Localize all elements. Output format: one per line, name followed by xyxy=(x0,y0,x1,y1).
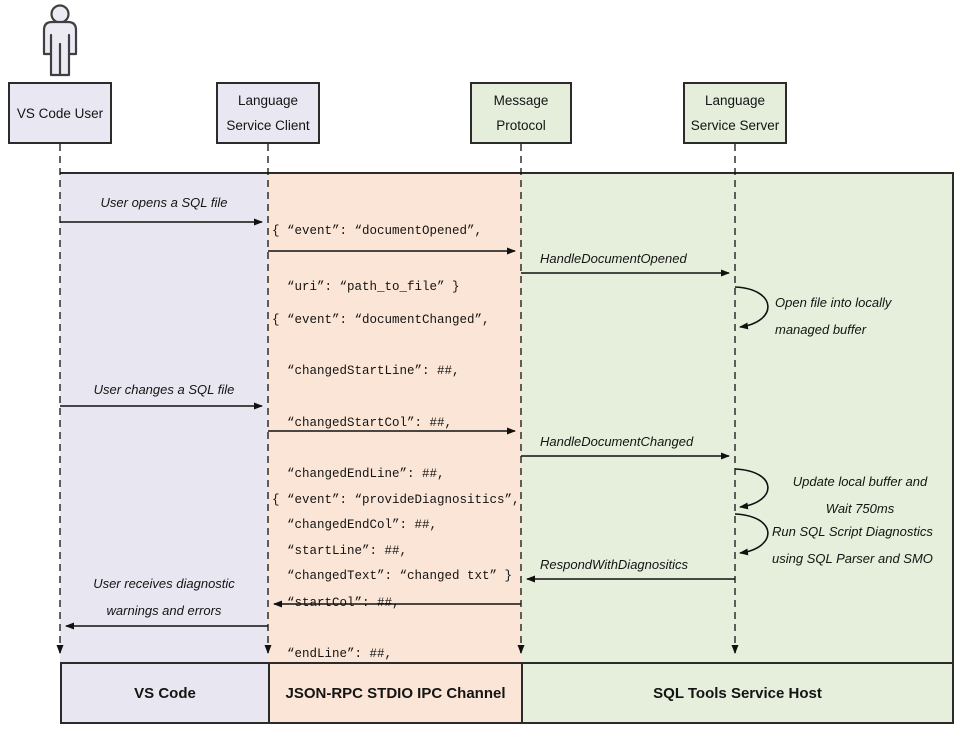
payload-line: “changedStartCol”: ##, xyxy=(272,415,453,430)
footer-box-ipc-channel: JSON-RPC STDIO IPC Channel xyxy=(270,664,523,722)
label-line: warnings and errors xyxy=(106,603,222,618)
actor-box-message-protocol: Message Protocol xyxy=(470,82,572,144)
actor-label: Protocol xyxy=(496,118,546,133)
actor-label: Service Server xyxy=(690,118,780,133)
payload-line: { “event”: “provideDiagnositics”, xyxy=(272,493,520,507)
footer-label: JSON-RPC STDIO IPC Channel xyxy=(285,684,506,702)
payload-line: “uri”: “path_to_file” } xyxy=(272,280,460,294)
footer-box-vscode: VS Code xyxy=(62,664,270,722)
note-line: Open file into locally xyxy=(775,295,892,310)
selfloop-open-file xyxy=(734,286,769,330)
payload-document-opened: { “event”: “documentOpened”, “uri”: “pat… xyxy=(272,189,482,329)
actor-box-language-service-client: Language Service Client xyxy=(216,82,320,144)
lane-ipc-channel xyxy=(268,174,521,662)
actor-label: Service Client xyxy=(226,118,310,133)
label-respond-with-diagnostics: RespondWithDiagnositics xyxy=(540,557,689,572)
actor-label: Language xyxy=(704,93,766,108)
label-handle-document-opened: HandleDocumentOpened xyxy=(540,251,687,266)
payload-line: “changedEndCol”: ##, xyxy=(272,518,438,533)
payload-line: “changedEndLine”: ##, xyxy=(272,466,445,481)
label-line: User receives diagnostic xyxy=(93,576,235,591)
lane-vscode xyxy=(60,174,268,662)
payload-line: “endLine”: ##, xyxy=(272,646,393,661)
payload-line: { “event”: “documentOpened”, xyxy=(272,224,483,238)
footer-box-service-host: SQL Tools Service Host xyxy=(523,664,952,722)
payload-line: “changedStartLine”: ##, xyxy=(272,364,460,379)
actor-box-language-service-server: Language Service Server xyxy=(683,82,787,144)
actor-label: VS Code User xyxy=(16,105,104,121)
lane-service-host xyxy=(521,174,952,662)
payload-line: “startCol”: ##, xyxy=(272,595,400,610)
note-line: using SQL Parser and SMO xyxy=(772,551,933,566)
payload-line: “changedText”: “changed txt” } xyxy=(272,569,513,584)
actor-label: Language xyxy=(237,93,299,108)
lane-band xyxy=(60,172,954,662)
footer-row: VS Code JSON-RPC STDIO IPC Channel SQL T… xyxy=(60,662,954,724)
label-user-opens-file: User opens a SQL file xyxy=(100,195,228,210)
note-line: Wait 750ms xyxy=(825,501,895,516)
actor-box-vscode-user: VS Code User xyxy=(8,82,112,144)
label-user-changes-file: User changes a SQL file xyxy=(93,382,235,397)
footer-label: VS Code xyxy=(134,684,196,702)
selfloop-update-buffer xyxy=(734,468,769,510)
selfloop-run-diagnostics xyxy=(734,513,769,556)
note-update-buffer: Update local buffer and Wait 750ms xyxy=(770,468,950,522)
payload-line: { “event”: “documentChanged”, xyxy=(272,313,490,327)
note-open-file: Open file into locally managed buffer xyxy=(775,289,891,343)
label-user-receives-diagnostics: User receives diagnostic warnings and er… xyxy=(60,570,268,624)
payload-document-changed: { “event”: “documentChanged”, “changedSt… xyxy=(272,281,512,617)
note-line: Update local buffer and xyxy=(792,474,928,489)
note-line: managed buffer xyxy=(775,322,867,337)
footer-label: SQL Tools Service Host xyxy=(653,684,822,702)
actor-label: Message xyxy=(493,93,549,108)
user-person-icon xyxy=(42,4,78,77)
note-run-diagnostics: Run SQL Script Diagnostics using SQL Par… xyxy=(772,518,933,572)
payload-line: “startLine”: ##, xyxy=(272,544,408,559)
note-line: Run SQL Script Diagnostics xyxy=(772,524,933,539)
label-handle-document-changed: HandleDocumentChanged xyxy=(540,434,694,449)
